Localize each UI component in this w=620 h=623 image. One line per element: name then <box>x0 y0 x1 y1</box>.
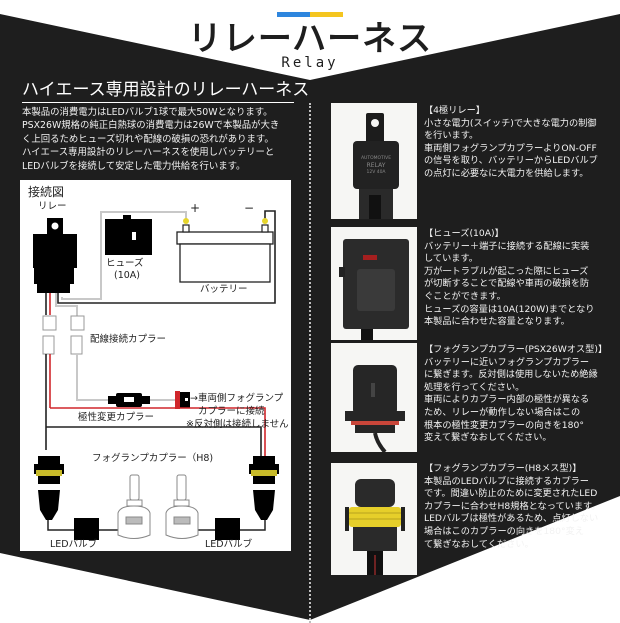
battery-icon <box>176 218 274 283</box>
polarity-coupler-label: 極性変更カプラー <box>78 412 155 423</box>
card-line: です。間違い防止のために変更されたLED <box>424 488 598 500</box>
card-line: ため、リレーが動作しない場合はこの <box>424 406 581 418</box>
card-line: が切断することで配線や車両の破損を防 <box>424 278 590 290</box>
relay-photo-model: RELAY <box>366 162 386 169</box>
relay-photo-rating: 12V 40A <box>366 170 386 175</box>
relay-label: リレー <box>38 201 67 212</box>
fuse-label: ヒューズ <box>106 258 144 269</box>
card-line: 車両側フォグランプカプラーよりON-OFF <box>424 142 597 154</box>
h8-coupler-right-icon <box>249 456 279 520</box>
wiring-coupler-label: 配線接続カプラー <box>90 334 167 345</box>
intro-line: LEDバルブを接続して安定した電力供給を行います。 <box>22 160 246 172</box>
battery-plus-label: + <box>190 201 201 215</box>
accent-bar-yellow <box>310 12 343 17</box>
vehicle-side-line2: カプラーに接続 <box>198 406 265 417</box>
card-line: しています。 <box>424 253 478 265</box>
accent-bar-blue <box>277 12 310 17</box>
card-line: LEDバルブは極性があるため、点灯しない <box>424 513 599 525</box>
card-line: バッテリーに近いフォグランプカプラー <box>424 356 590 368</box>
card-title: 【フォグランプカプラー(PSX26Wオス型)】 <box>424 344 608 355</box>
column-divider <box>309 103 311 623</box>
led-driver-right-icon <box>215 518 240 540</box>
page-subtitle: Relay <box>281 55 339 71</box>
intro-line: く上回るためヒューズ切れや配線の破損の恐れがあります。 <box>22 133 274 145</box>
h8-coupler-left-icon <box>34 456 64 520</box>
fog-coupler-label: フォグランプカプラー（H8) <box>92 453 214 464</box>
led-bulb-right-icon <box>165 474 199 539</box>
vehicle-side-note: ※反対側は接続しません <box>186 419 289 430</box>
card-title: 【ヒューズ(10A)】 <box>424 228 504 239</box>
intro-line: PSX26W規格の純正白熱球の消費電力は26Wで本製品が大き <box>22 120 280 132</box>
relay-photo-brand: AUTOMOTIVE <box>360 156 392 161</box>
fuse-rating: (10A) <box>114 270 140 281</box>
card-line: 根本の極性変更カプラーの向きを180° <box>424 419 584 431</box>
section-heading: ハイエース専用設計のリレーハーネス <box>22 80 309 103</box>
led-bulb-left-label: LEDバルブ <box>50 539 98 550</box>
card-line: の点灯に必要なに大電力を供給します。 <box>424 167 589 179</box>
card-line: を行います。 <box>424 130 479 142</box>
card-fuse: 【ヒューズ(10A)】 バッテリー＋端子に接続する配線に実装 しています。 万が… <box>424 228 616 329</box>
battery-label: バッテリー <box>200 284 248 295</box>
card-line: 万が一トラブルが起こった際にヒューズ <box>424 265 589 277</box>
card-line: の信号を取り、バッテリーからLEDバルブ <box>424 155 598 167</box>
card-psx26w-coupler: 【フォグランプカプラー(PSX26Wオス型)】 バッテリーに近いフォグランプカプ… <box>424 344 616 445</box>
card-line: バッテリー＋端子に接続する配線に実装 <box>424 240 590 252</box>
intro-line: ハイエース専用設計のリレーハーネスを使用しバッテリーと <box>22 147 275 159</box>
card-line: に繋ぎます。反対側は使用しないため絶縁 <box>424 369 598 381</box>
card-line: て繋ぎなおしてください。 <box>424 538 534 550</box>
led-bulb-right-label: LEDバルブ <box>205 539 253 550</box>
wiring-diagram-graphic <box>33 210 279 540</box>
led-driver-left-icon <box>74 518 99 540</box>
fuse-icon <box>105 215 152 255</box>
battery-minus-label: − <box>244 201 255 215</box>
card-line: 変えて繋ぎなおしてください。 <box>424 432 552 444</box>
wiring-diagram: 接続図 リレー + − ヒューズ (10A) バッテリー 配線接続カプラー 極性… <box>20 180 291 551</box>
card-title: 【4極リレー】 <box>424 105 485 116</box>
card-h8-coupler: 【フォグランプカプラー(H8メス型)】 本製品のLEDバルブに接続するカプラー … <box>424 463 616 551</box>
card-line: ぐことができます。 <box>424 290 506 302</box>
card-line: カプラーに合わせH8規格となっています。 <box>424 500 601 512</box>
card-line: 処理を行ってください。 <box>424 381 525 393</box>
polarity-coupler-icon <box>108 393 150 407</box>
fuse-photo <box>331 227 417 340</box>
diagram-title: 接続図 <box>28 185 65 199</box>
page-title: リレーハーネス <box>187 19 433 59</box>
card-line: 車両によりカプラー内部の極性が異なる <box>424 394 590 406</box>
h8-coupler-photo <box>331 463 417 575</box>
intro-text: 本製品の消費電力はLEDバルブ1球で最大50Wとなります。 PSX26W規格の純… <box>22 106 300 173</box>
psx26w-coupler-photo <box>331 343 417 452</box>
card-line: 小さな電力(スイッチ)で大きな電力の制御 <box>424 117 597 129</box>
relay-icon <box>33 218 77 293</box>
card-line: 本製品に合わせた容量となります。 <box>424 316 570 328</box>
card-line: 本製品のLEDバルブに接続するカプラー <box>424 475 589 487</box>
intro-line: 本製品の消費電力はLEDバルブ1球で最大50Wとなります。 <box>22 107 273 118</box>
vehicle-coupler-icon <box>175 391 190 409</box>
card-line: ヒューズの容量は10A(120W)までとなり <box>424 303 595 315</box>
vehicle-side-line1: →車両側フォグランプ <box>190 393 284 404</box>
wire-fuse <box>61 211 187 300</box>
wire-ground <box>57 210 276 304</box>
card-relay: 【4極リレー】 小さな電力(スイッチ)で大きな電力の制御 を行います。 車両側フ… <box>424 105 616 181</box>
card-line: 場合はこのカプラーの向きを180°変え <box>424 525 584 537</box>
card-title: 【フォグランプカプラー(H8メス型)】 <box>424 463 582 474</box>
wiring-coupler-icon <box>42 315 85 355</box>
led-bulb-left-icon <box>117 474 151 539</box>
relay-photo: AUTOMOTIVE RELAY 12V 40A <box>331 103 417 219</box>
